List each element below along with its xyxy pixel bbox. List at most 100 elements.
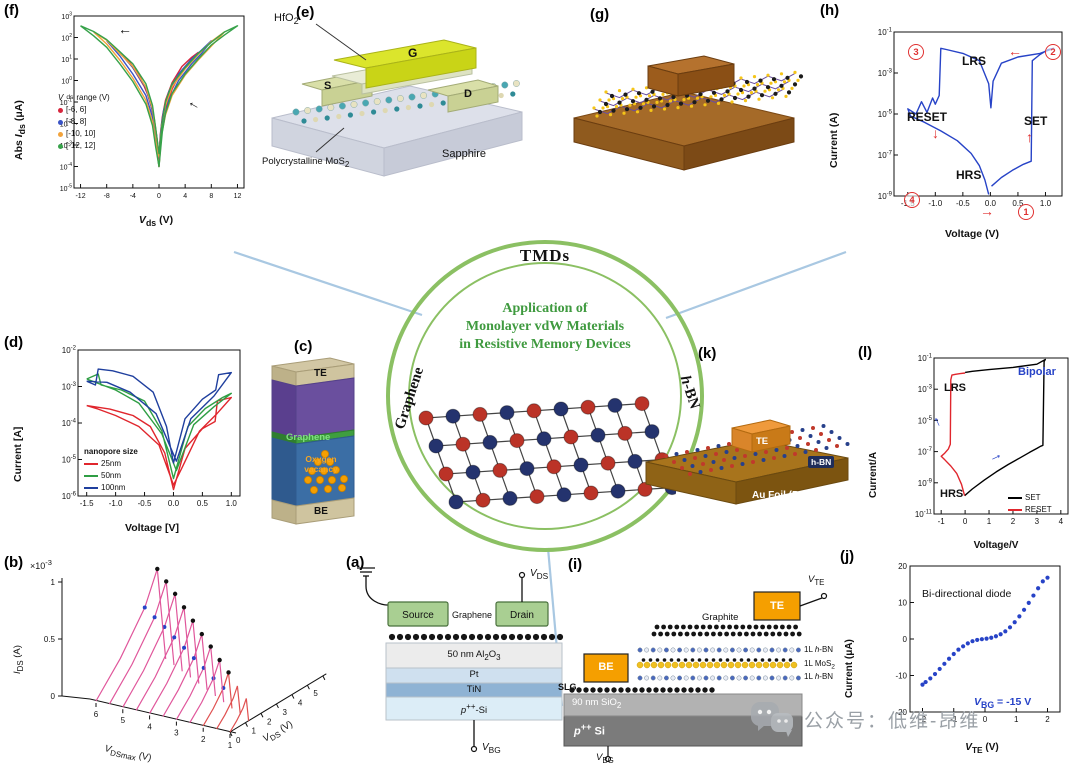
vte-terminal — [820, 592, 828, 600]
sio2-layer — [563, 693, 803, 717]
center-title-line: in Resistive Memory Devices — [459, 337, 631, 353]
svg-text:10-9: 10-9 — [878, 192, 893, 202]
wechat-icon — [751, 702, 793, 737]
svg-text:10-5: 10-5 — [62, 455, 77, 465]
svg-text:101: 101 — [61, 55, 72, 65]
l-legend: SET RESET — [1008, 492, 1052, 516]
panel-f-tag: (f) — [4, 2, 19, 19]
h-step-3-badge: 3 — [908, 44, 924, 60]
svg-text:10-7: 10-7 — [878, 151, 893, 161]
mos2-leader-line — [315, 127, 345, 153]
svg-text:5: 5 — [313, 689, 318, 698]
a-vds-label: VDS — [530, 568, 549, 581]
svg-text:-1.5: -1.5 — [80, 499, 94, 508]
c-vacancy-label: Oxygen vacancy — [304, 454, 338, 474]
e-hfo2-label: HfO2 — [274, 12, 299, 27]
svg-text:0: 0 — [903, 635, 908, 644]
panel-a-tag: (a) — [346, 554, 365, 571]
vbg-terminal — [604, 755, 612, 763]
e-substrate-label: Sapphire — [442, 148, 487, 160]
h-lrs-label: LRS — [962, 54, 986, 68]
svg-text:10-3: 10-3 — [878, 69, 893, 79]
svg-text:10-3: 10-3 — [60, 141, 72, 151]
panel-j-tag: (j) — [840, 548, 855, 565]
h-reset-label: RESET — [907, 110, 948, 124]
vbg-terminal — [470, 745, 478, 753]
svg-text:100: 100 — [61, 76, 72, 86]
i-mos2-label: 1L MoS2 — [804, 659, 835, 671]
k-device-schematic — [645, 419, 850, 505]
k-te-label: TE — [756, 436, 769, 447]
legend-line — [84, 463, 98, 465]
a-tin-label: TiN — [466, 684, 482, 695]
panel-b: (b) 10.506543210123456 IDS (A) ×10-3 VDS… — [0, 552, 334, 769]
svg-text:1: 1 — [987, 517, 992, 526]
legend-label: [-12, 12] — [66, 141, 96, 150]
svg-text:-8: -8 — [104, 193, 110, 200]
watermark-text: 公众号：低维-昂维 — [804, 711, 981, 732]
legend-line — [84, 475, 98, 477]
svg-text:4: 4 — [298, 699, 303, 708]
svg-text:1: 1 — [51, 578, 56, 587]
vte-wire — [799, 597, 823, 607]
svg-text:1.0: 1.0 — [226, 499, 238, 508]
i-sio2-label: 90 nm SiO2 — [572, 697, 622, 710]
te-box — [753, 591, 801, 621]
ground-symbol — [357, 567, 375, 577]
svg-text:10-5: 10-5 — [918, 416, 933, 426]
svg-text:2: 2 — [267, 717, 272, 726]
legend-label: 25nm — [101, 459, 122, 468]
a-al2o3-label: 50 nm Al2O3 — [447, 649, 501, 662]
svg-text:10-7: 10-7 — [918, 447, 933, 457]
h-arrow: ↑ — [1026, 129, 1033, 145]
svg-text:0.0: 0.0 — [168, 499, 180, 508]
i-graphite-label: Graphite — [702, 612, 739, 623]
legend-marker — [58, 131, 63, 137]
te-block — [731, 419, 791, 453]
panel-b-tag: (b) — [4, 554, 24, 571]
svg-text:-2: -2 — [919, 715, 927, 724]
panel-i-tag: (i) — [568, 556, 583, 573]
legend-line — [84, 487, 98, 489]
svg-text:1.0: 1.0 — [1040, 199, 1052, 208]
panel-g-tag: (g) — [590, 6, 610, 23]
a-channel-label: Graphene — [451, 610, 493, 620]
b-chart: 10.506543210123456 — [4, 560, 334, 766]
center-title-line: Application of — [502, 301, 588, 316]
svg-text:5: 5 — [121, 716, 126, 725]
svg-text:-0.5: -0.5 — [138, 499, 152, 508]
legend-marker — [58, 119, 63, 125]
h-step-2-badge: 2 — [1045, 44, 1061, 60]
e-drain-label: D — [464, 88, 472, 100]
svg-text:2: 2 — [1011, 517, 1016, 526]
svg-text:2: 2 — [1045, 715, 1050, 724]
i-hbn-bottom-label: 1L h-BN — [804, 672, 834, 681]
svg-text:-20: -20 — [895, 708, 907, 717]
svg-text:-1: -1 — [950, 715, 958, 724]
legend-marker — [58, 143, 63, 149]
panel-e: (e) — [260, 0, 536, 202]
i-si-label: p++ Si — [574, 722, 605, 738]
e-gate-label: G — [408, 46, 418, 60]
panel-a: (a) Source Graphene Drain VDS 50 nm Al2O… — [332, 552, 564, 769]
svg-text:4: 4 — [1059, 517, 1064, 526]
h-arrow: ← — [1008, 43, 1022, 59]
b-y-axis-label: IDS (A) — [12, 645, 25, 674]
be-box — [583, 653, 629, 683]
svg-text:4: 4 — [183, 193, 187, 200]
svg-text:10-9: 10-9 — [918, 478, 933, 488]
f-sweep-arrow: ← — [118, 21, 132, 37]
svg-text:10-4: 10-4 — [62, 419, 77, 429]
svg-text:10-2: 10-2 — [62, 346, 77, 356]
svg-text:0.0: 0.0 — [985, 199, 997, 208]
center-title-line: Monolayer vdW Materials — [465, 319, 625, 335]
svg-text:103: 103 — [61, 12, 72, 22]
source-box — [387, 601, 449, 627]
svg-text:-12: -12 — [75, 193, 85, 200]
svg-text:10-2: 10-2 — [60, 119, 72, 129]
svg-text:10-3: 10-3 — [62, 382, 77, 392]
